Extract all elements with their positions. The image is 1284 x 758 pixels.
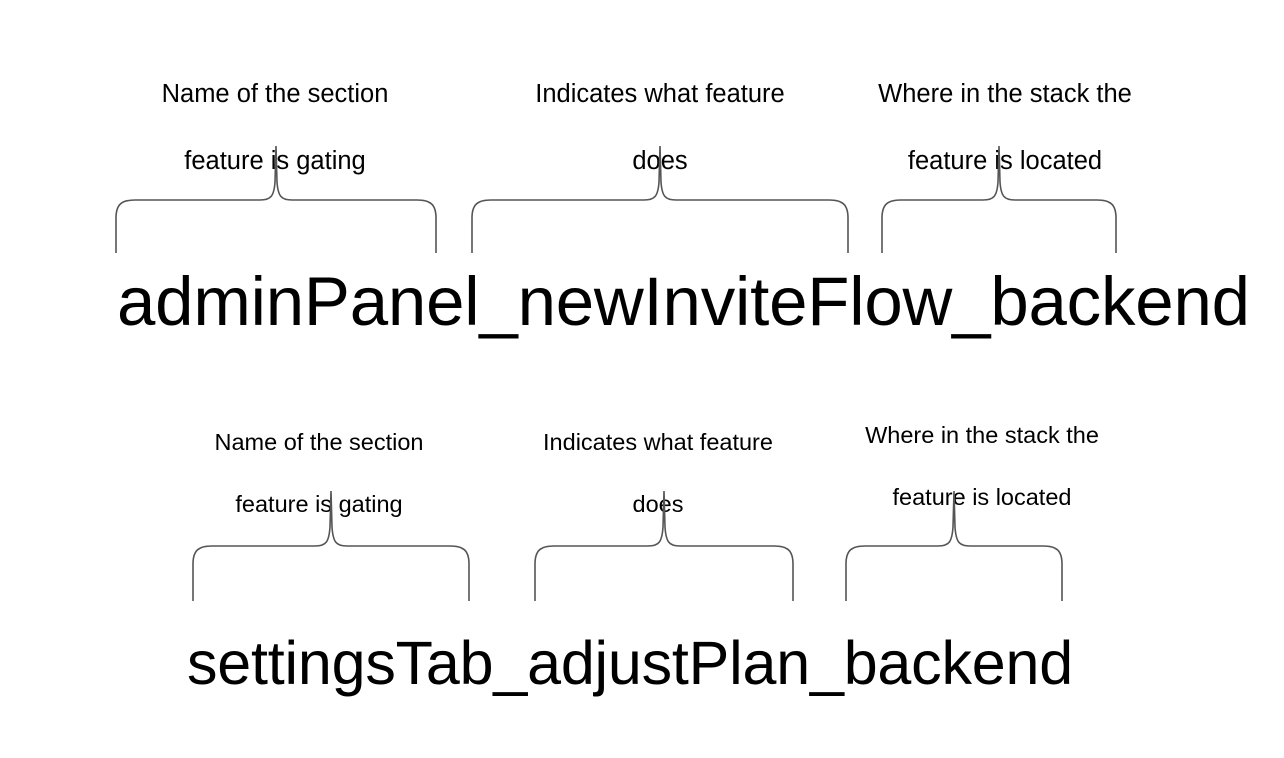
brace-shape-icon — [879, 146, 1119, 253]
brace-section-name-row2 — [190, 491, 472, 601]
caption-section-name-row2: Name of the section feature is gating — [178, 396, 460, 520]
caption-section-name-row1: Name of the section feature is gating — [115, 44, 435, 179]
flag-diagram-admin-panel: Name of the section feature is gating In… — [0, 0, 1284, 340]
caption-line-2: feature is gating — [235, 491, 403, 518]
brace-feature-action-row2 — [532, 491, 796, 601]
caption-line-1: Where in the stack the — [865, 422, 1099, 449]
brace-stack-location-row2 — [843, 491, 1065, 601]
caption-stack-location-row1: Where in the stack the feature is locate… — [845, 44, 1165, 179]
brace-stack-location-row1 — [879, 146, 1119, 253]
caption-line-1: Name of the section — [161, 79, 389, 108]
brace-shape-icon — [532, 491, 796, 601]
caption-line-2: feature is located — [907, 146, 1103, 175]
caption-line-1: Name of the section — [214, 429, 424, 456]
caption-feature-action-row2: Indicates what feature does — [512, 396, 804, 520]
caption-line-2: feature is gating — [184, 146, 366, 175]
caption-line-1: Indicates what feature — [543, 429, 773, 456]
brace-shape-icon — [190, 491, 472, 601]
brace-shape-icon — [113, 146, 439, 253]
brace-shape-icon — [469, 146, 851, 253]
caption-line-1: Where in the stack the — [878, 79, 1132, 108]
flag-name-admin-panel: adminPanel_newInviteFlow_backend — [117, 263, 1250, 340]
caption-line-2: does — [632, 491, 684, 518]
flag-name-settings-tab: settingsTab_adjustPlan_backend — [187, 629, 1073, 697]
caption-line-1: Indicates what feature — [535, 79, 785, 108]
brace-shape-icon — [843, 491, 1065, 601]
brace-feature-action-row1 — [469, 146, 851, 253]
brace-section-name-row1 — [113, 146, 439, 253]
